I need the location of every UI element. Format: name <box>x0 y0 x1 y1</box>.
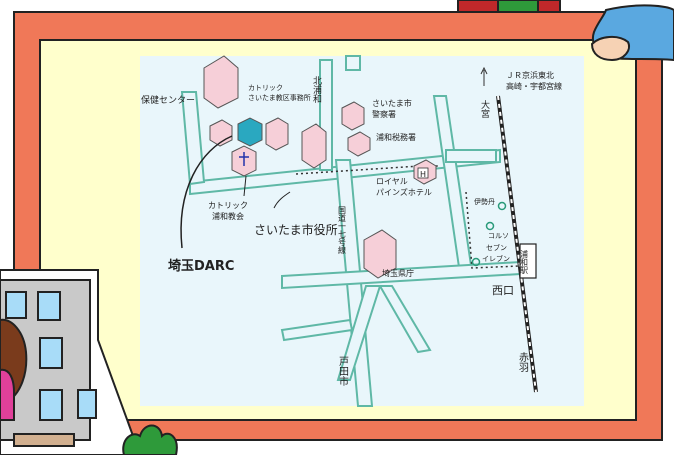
label-jr-line-1: ＪＲ京浜東北 <box>506 70 554 80</box>
building-police <box>341 101 365 131</box>
cross-icon <box>239 152 249 166</box>
building-darc <box>237 117 263 147</box>
label-catholic-church-2: 浦和教会 <box>212 211 244 221</box>
building-tax-office <box>347 131 371 157</box>
label-royal-pines-1: ロイヤル <box>376 177 408 186</box>
building-hoken-center <box>203 55 239 109</box>
label-police-1: さいたま市 <box>372 98 412 108</box>
station-icon <box>519 243 537 279</box>
label-omiya: 大宮 <box>479 99 490 119</box>
label-isetan: 伊勢丹 <box>474 197 495 206</box>
store-markers <box>471 201 507 267</box>
label-kitaurawa: 北浦和 <box>311 76 322 104</box>
north-arrow <box>480 66 488 86</box>
label-parco: コルソ <box>488 232 509 240</box>
label-todashi: 戸田市 <box>337 356 349 387</box>
label-saitama-darc: 埼玉DARC <box>168 258 234 274</box>
label-west-exit: 西口 <box>492 284 514 297</box>
building-cartoon-icon <box>0 269 142 455</box>
pointing-hand-icon <box>590 4 674 62</box>
label-hoken-center: 保健センター <box>141 94 195 106</box>
label-pref-office: 埼玉県庁 <box>382 268 414 278</box>
label-royal-pines-2: パインズホテル <box>376 187 432 197</box>
label-police-2: 警察署 <box>372 109 396 119</box>
label-city-hall: さいたま市役所 <box>254 222 338 237</box>
label-tax-office: 浦和税務署 <box>376 132 416 142</box>
label-urawa-station: 浦和駅 <box>520 249 529 275</box>
route-dotted <box>295 165 521 269</box>
label-seven-eleven-2: イレブン <box>482 254 510 263</box>
city-map: H 保健センター カトリック さいたま教区事務所 北浦和 さいたま市 警察署 浦… <box>140 55 584 407</box>
jr-railway <box>496 95 538 393</box>
bush-icon <box>122 424 178 455</box>
svg-text:H: H <box>420 170 426 179</box>
building-city-hall <box>301 123 327 169</box>
label-jr-line-2: 高崎・宇都宮線 <box>506 81 562 91</box>
building-pref-office <box>363 229 397 279</box>
label-seven-eleven-1: セブン <box>486 243 507 252</box>
darc-pointer <box>180 135 233 249</box>
hotel-h-icon: H <box>417 167 429 179</box>
label-akabane: 赤羽 <box>517 352 529 372</box>
label-route17: 国道一七号線 <box>338 206 347 254</box>
label-catholic-church-1: カトリック <box>208 201 248 210</box>
label-catholic-office-2: さいたま教区事務所 <box>248 93 311 102</box>
label-catholic-office-1: カトリック <box>248 84 283 92</box>
